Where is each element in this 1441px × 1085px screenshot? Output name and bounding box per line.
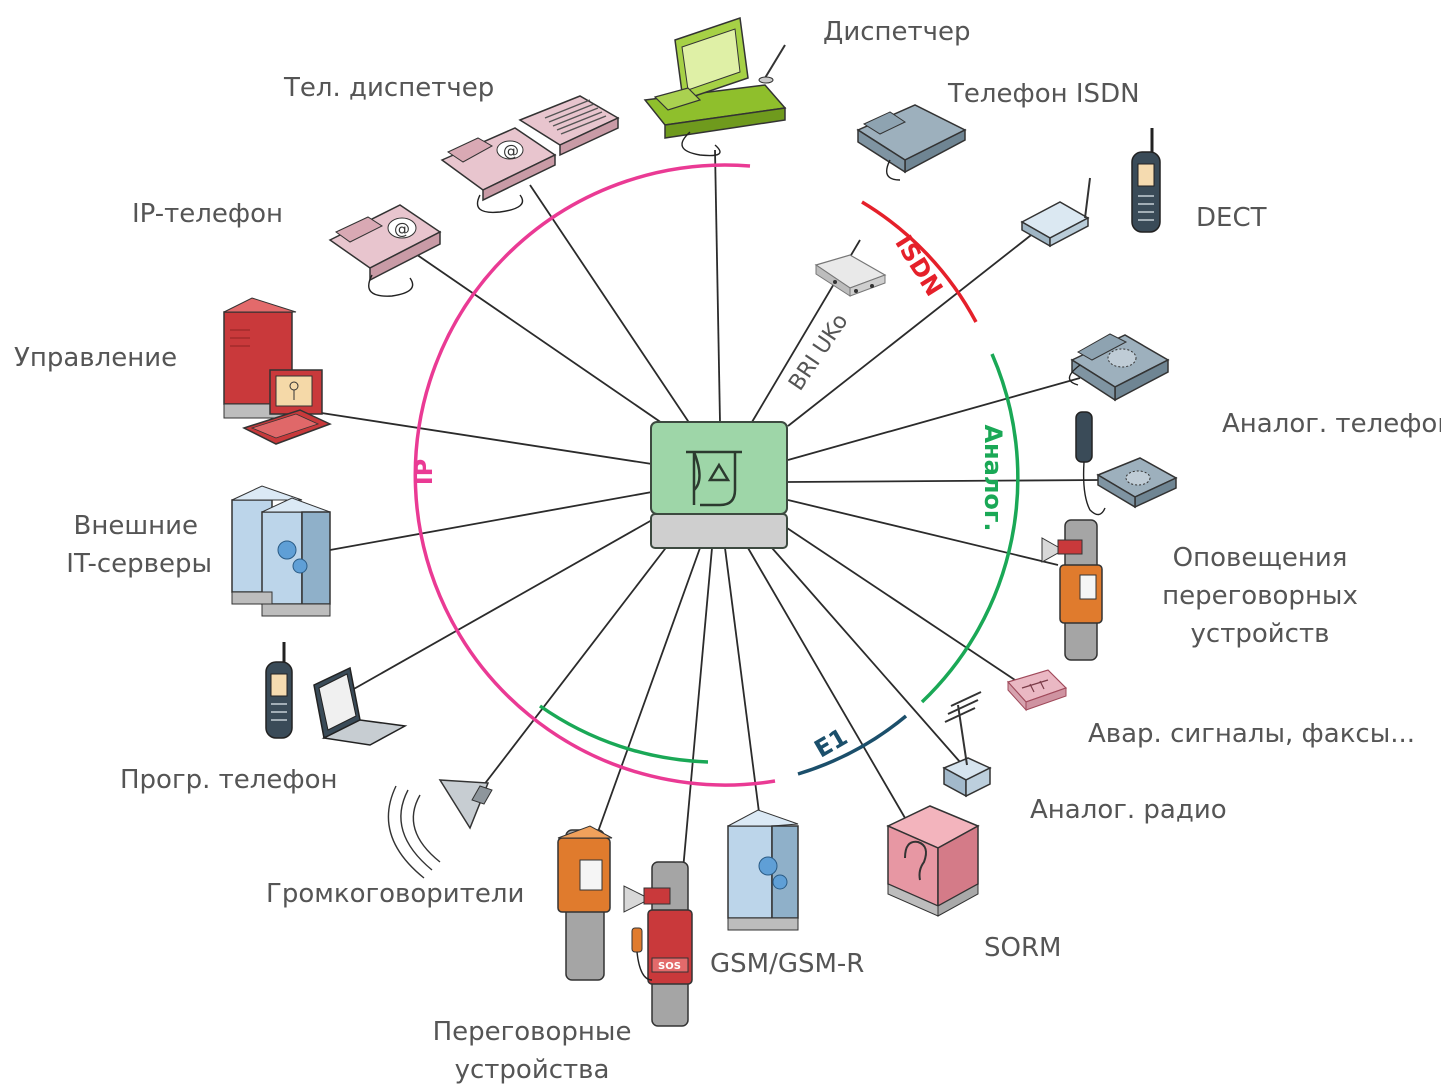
analog-phone-icon [1096,457,1178,509]
analog-handset-icon [1075,411,1106,516]
hub-device [650,421,788,549]
radio-antenna-icon [942,691,992,798]
mobile-phone-icon [265,642,293,739]
svg-text:SOS: SOS [658,961,681,972]
ip-arc [413,163,776,787]
server-icon [231,485,331,617]
isdn-phone-label: Телефон ISDN [947,79,1140,109]
analog-segment-label: Аналог. [979,424,1007,531]
sorm-label: SORM [984,933,1061,963]
analog-phone-label: Аналог. телефон [1222,409,1441,439]
isdn-phone-icon [856,104,967,181]
paging-column-icon [1041,519,1103,661]
analog-arc [920,353,1020,704]
gsm-server-icon [727,809,799,931]
link-dispatcher [714,149,721,423]
sip-phone-icon: @ [440,127,557,214]
link-sorm [747,547,913,831]
analog-radio-label: Аналог. радио [1030,795,1227,825]
management-workstation-icon [223,297,332,445]
link-analog-phone-2 [787,479,1101,483]
external-it-label-line1: Внешние [73,511,198,541]
loudspeakers-label: Громкоговорители [266,879,524,909]
bri-adapter-icon [814,254,887,297]
hub-logo-icon [686,450,742,507]
analog-phone-icon [1068,333,1170,402]
external-it-label-line2: IT-серверы [66,549,212,579]
paging-label-line1: Оповещения [1173,543,1348,573]
management-label: Управление [14,343,177,373]
terminal-icon [518,95,620,157]
link-tel-dispatcher [529,184,691,425]
gsm-label: GSM/GSM-R [710,949,864,979]
sip-phone-icon: @ [328,204,442,297]
link-it-servers [329,491,653,551]
prog-phone-label: Прогр. телефон [120,765,338,795]
link-prog-phone [351,519,653,691]
link-analog-phone-1 [787,377,1081,461]
link-dect [787,231,1036,427]
svg-text:@: @ [503,141,519,160]
sorm-box-icon [886,805,980,917]
link-alarms [774,519,1016,681]
link-ip-phone [409,249,676,433]
dispatcher-console-icon [643,16,787,157]
dect-label: DECT [1196,203,1267,233]
tel-dispatcher-label: Тел. диспетчер [283,73,494,103]
dect-handset-icon [1131,128,1161,233]
dect-base-icon [1020,177,1091,248]
link-intercom-2 [682,547,713,871]
connection-lines [314,149,1101,871]
intercoms-label-line1: Переговорные [433,1017,632,1047]
alarm-modem-icon [1006,669,1068,712]
svg-text:@: @ [394,219,410,238]
dispatcher-label: Диспетчер [823,17,971,47]
laptop-icon [313,666,408,746]
link-intercom-1 [594,547,701,841]
sos-column-icon: SOS [623,861,693,1027]
alarms-label: Авар. сигналы, факсы... [1088,719,1415,749]
e1-segment-label: E1 [810,723,853,764]
segment-arcs [413,163,1020,787]
e1-arc [797,714,908,776]
link-radio [764,539,961,763]
link-loudspeaker [479,544,669,791]
isdn-arc [861,200,978,323]
link-paging [787,499,1059,566]
link-management [314,411,653,465]
loudspeaker-icon [387,779,493,879]
link-gsm [724,547,761,821]
intercoms-label-line2: устройства [455,1055,610,1085]
ip-segment-label: IP [410,459,438,486]
paging-label-line3: устройств [1191,619,1330,649]
ip-phone-label: IP-телефон [132,199,283,229]
device-labels: Диспетчер Тел. диспетчер Телефон ISDN DE… [14,17,1441,1085]
intercom-column-icon [557,825,613,981]
paging-label-line2: переговорных [1162,581,1358,611]
analog-arc-lower [538,704,709,764]
